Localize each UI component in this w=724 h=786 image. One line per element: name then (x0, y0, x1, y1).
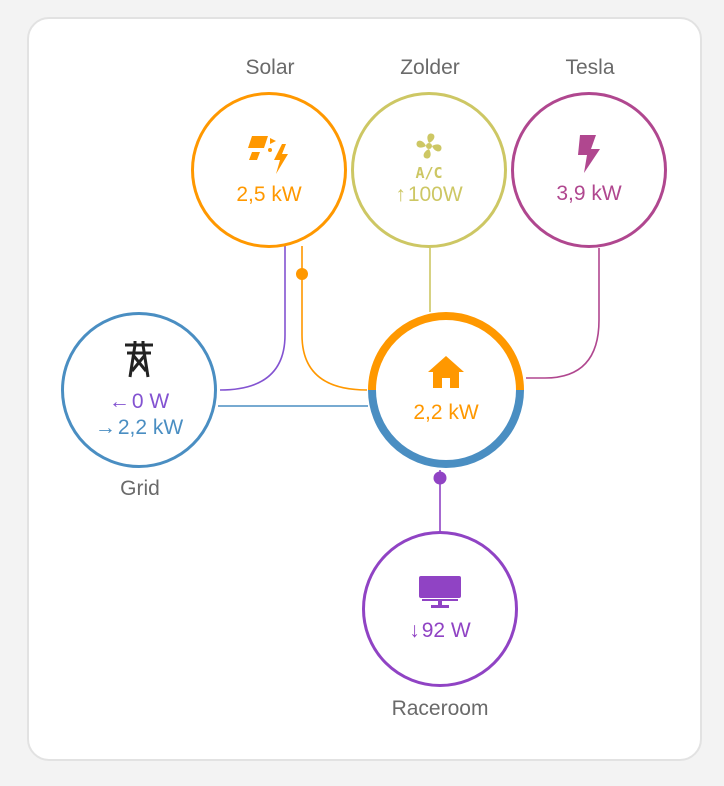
arrow-right-icon: → (94, 416, 116, 439)
flow-line-solar-grid (219, 246, 286, 391)
grid-consumption-value: →2,2 kW (94, 416, 184, 439)
raceroom-label: Raceroom (391, 697, 489, 720)
arrow-up-icon: ↑ (395, 183, 406, 206)
arrow-down-icon: ↓ (409, 619, 420, 642)
tesla-node[interactable]: 3,9 kW (511, 92, 667, 248)
lightning-bolt-icon (578, 135, 600, 173)
grid-label: Grid (120, 477, 160, 500)
tesla-label: Tesla (565, 56, 615, 79)
transmission-tower-icon (125, 341, 153, 378)
flow-line-home-tesla (526, 248, 600, 379)
arrow-left-icon: ← (108, 390, 130, 413)
home-node[interactable]: 2,2 kW (366, 310, 526, 470)
flow-line-solar-home (301, 246, 368, 391)
solar-label: Solar (245, 56, 295, 79)
home-icon (428, 356, 464, 388)
home-value: 2,2 kW (413, 401, 479, 424)
monitor-icon (419, 576, 461, 608)
air-conditioner-icon: A/C (415, 133, 443, 180)
tesla-value: 3,9 kW (556, 182, 622, 205)
zolder-label: Zolder (400, 56, 460, 79)
solar-node[interactable]: 2,5 kW (191, 92, 347, 248)
home-ring (368, 312, 524, 468)
raceroom-value: ↓92 W (409, 619, 471, 642)
zolder-node[interactable]: A/C ↑100W (351, 92, 507, 248)
grid-node[interactable]: ←0 W →2,2 kW (61, 312, 217, 468)
solar-power-icon (248, 136, 288, 174)
svg-text:A/C: A/C (415, 164, 442, 180)
grid-return-value: ←0 W (108, 390, 170, 413)
raceroom-node[interactable]: ↓92 W (362, 531, 518, 687)
flow-dot-raceroom (433, 471, 447, 485)
solar-value: 2,5 kW (236, 183, 302, 206)
flow-dot-solar (296, 268, 308, 280)
zolder-value: ↑100W (395, 183, 463, 206)
